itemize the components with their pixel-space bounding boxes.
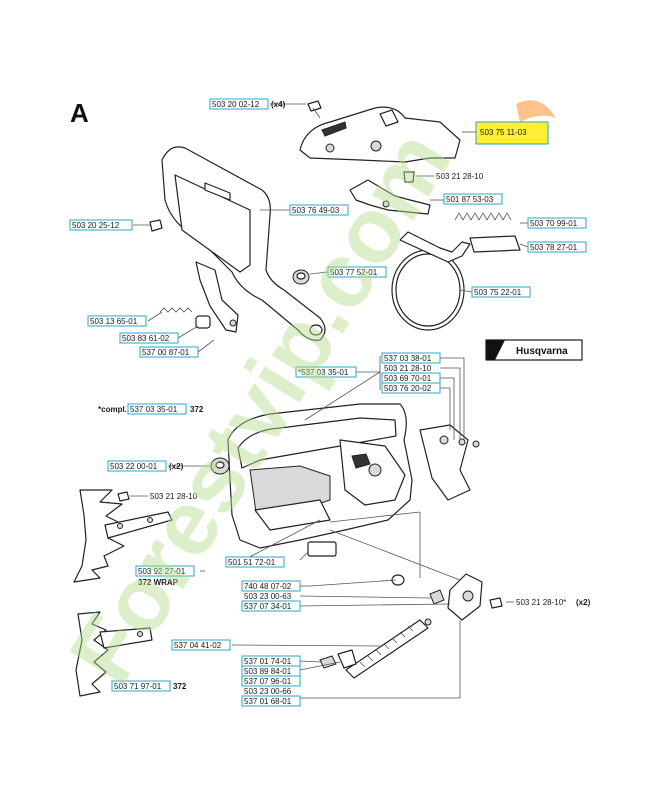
- tensioner-screw: [345, 619, 429, 679]
- label-503-21-28-10-b: 503 21 28-10: [384, 364, 432, 373]
- label-503-76-20-02: 503 76 20-02: [384, 384, 432, 393]
- label-537-01-68-01: 537 01 68-01: [244, 697, 292, 706]
- label-model-372-b: 372: [173, 682, 187, 691]
- label-537-03-38-01: 537 03 38-01: [384, 354, 432, 363]
- section-letter: A: [70, 98, 89, 128]
- label-501-87-53-03: 501 87 53-03: [446, 195, 494, 204]
- label-503-21-28-10-d: 503 21 28-10*: [516, 598, 566, 607]
- brake-latch: [349, 179, 431, 215]
- chain-brake-handle: [161, 146, 326, 341]
- label-503-13-65-01: 503 13 65-01: [90, 317, 138, 326]
- label-503-70-99-01: 503 70 99-01: [530, 219, 578, 228]
- label-compl-prefix: *compl.: [98, 405, 127, 414]
- husqvarna-logo-text: Husqvarna: [516, 346, 568, 357]
- label-503-77-52-01: 503 77 52-01: [330, 268, 378, 277]
- label-537-01-74-01: 537 01 74-01: [244, 657, 292, 666]
- label-537-03-35-01-b: 537 03 35-01: [130, 405, 178, 414]
- screw-top: [307, 100, 322, 119]
- label-503-21-28-10-c: 503 21 28-10: [150, 492, 198, 501]
- label-537-03-35-01-a: *537 03 35-01: [298, 368, 349, 377]
- label-503-89-84-01: 503 89 84-01: [244, 667, 292, 676]
- label-503-21-28-10-d-qty: (x2): [576, 598, 591, 607]
- part-labels: 503 20 02-12 (x4) 503 75 11-03 503 21 28…: [69, 98, 591, 707]
- label-503-75-11-03: 503 75 11-03: [480, 128, 527, 137]
- brake-band: [391, 231, 471, 331]
- label-503-23-00-66: 503 23 00-66: [244, 687, 292, 696]
- tensioner-nut: [429, 589, 445, 605]
- label-372-wrap: 372 WRAP: [138, 578, 179, 587]
- label-503-20-02-12: 503 20 02-12: [212, 100, 260, 109]
- label-503-76-49-03: 503 76 49-03: [292, 206, 340, 215]
- bumper-spike-wrap: [73, 489, 173, 583]
- label-503-69-70-01: 503 69 70-01: [384, 374, 432, 383]
- label-503-92-27-01: 503 92 27-01: [138, 567, 186, 576]
- leader-lines: [130, 103, 529, 699]
- label-537-04-41-02: 537 04 41-02: [174, 641, 222, 650]
- label-503-75-22-01: 503 75 22-01: [474, 288, 522, 297]
- label-503-20-02-12-qty: (x4): [271, 100, 286, 109]
- small-spring: [159, 307, 193, 313]
- brake-lever: [195, 261, 239, 333]
- label-503-78-27-01: 503 78 27-01: [530, 243, 578, 252]
- brake-spring: [454, 212, 512, 221]
- label-503-71-97-01: 503 71 97-01: [114, 682, 162, 691]
- screw-bumper: [117, 491, 130, 502]
- label-501-51-72-01: 501 51 72-01: [228, 558, 276, 567]
- label-model-372-a: 372: [190, 405, 204, 414]
- plunger: [469, 235, 521, 253]
- nut-503-22-00: [210, 457, 230, 475]
- clutch-cover: [227, 403, 413, 549]
- label-503-22-00-01-qty: (x2): [169, 462, 184, 471]
- guide-plate: [307, 541, 337, 557]
- brake-assembly-top: [299, 106, 461, 163]
- label-537-07-96-01: 537 07 96-01: [244, 677, 292, 686]
- screw-left: [149, 219, 163, 232]
- screw-tensioner: [489, 597, 503, 609]
- label-537-00-87-01: 537 00 87-01: [142, 348, 190, 357]
- bumper-spike: [75, 611, 153, 697]
- nut-503-77-52: [292, 269, 310, 285]
- screw-mid: [403, 171, 415, 183]
- label-537-07-34-01: 537 07 34-01: [244, 602, 292, 611]
- label-503-23-00-63: 503 23 00-63: [244, 592, 292, 601]
- tensioner-plate: [447, 573, 483, 621]
- bushing-503-83-61: [195, 315, 211, 329]
- husqvarna-logo: Husqvarna: [485, 339, 583, 361]
- label-503-22-00-01: 503 22 00-01: [110, 462, 158, 471]
- cover-plate-right: [419, 424, 480, 501]
- label-740-48-07-02: 740 48 07-02: [244, 582, 292, 591]
- watermark-accent: [516, 100, 556, 122]
- label-503-83-61-02: 503 83 61-02: [122, 334, 170, 343]
- label-503-21-28-10-a: 503 21 28-10: [436, 172, 484, 181]
- label-503-20-25-12: 503 20 25-12: [72, 221, 120, 230]
